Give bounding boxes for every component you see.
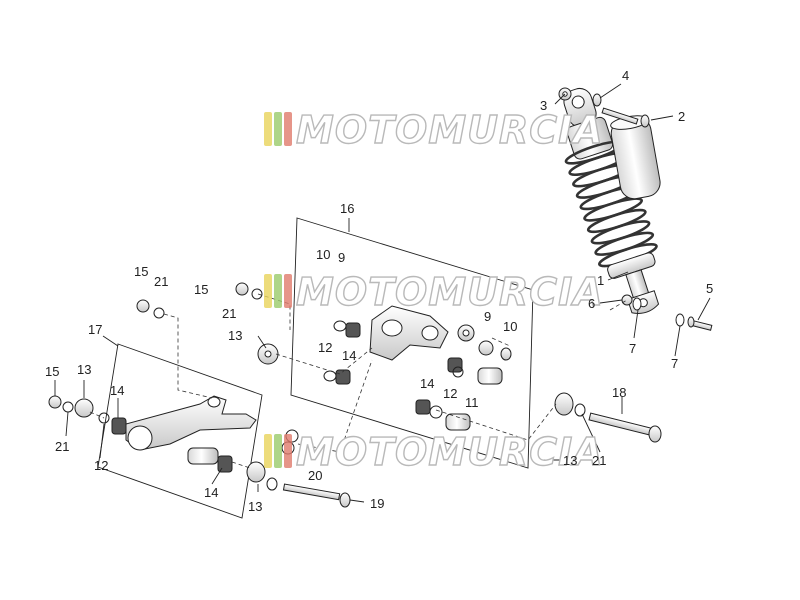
callout-15-top: 15: [134, 264, 148, 279]
callout-16: 16: [340, 201, 354, 216]
bolt-18: [588, 412, 662, 443]
callout-18: 18: [612, 385, 626, 400]
group-16-frame: [290, 217, 534, 469]
callout-10-left: 10: [316, 247, 330, 262]
nut-15-left: [48, 395, 94, 418]
washer-7-right: [675, 313, 685, 327]
callout-12-upper: 12: [318, 340, 332, 355]
bolt-19: [282, 483, 351, 508]
watermark-text: MOTOMURCIA: [296, 108, 604, 152]
watermark-motomurcia-bottom: MOTOMURCIA: [264, 429, 604, 475]
callout-15-mid: 15: [194, 282, 208, 297]
callout-3: 3: [540, 98, 547, 113]
callout-11: 11: [465, 395, 479, 410]
bolt-5: [687, 316, 713, 331]
callout-10-right: 10: [503, 319, 517, 334]
callout-13-left: 13: [77, 362, 91, 377]
callout-7-left: 7: [629, 341, 636, 356]
callout-13-right: 13: [563, 453, 577, 468]
callout-21-left: 21: [55, 439, 69, 454]
watermark-text: MOTOMURCIA: [296, 270, 604, 314]
callout-4: 4: [622, 68, 629, 83]
callout-9-left: 9: [338, 250, 345, 265]
seal-12-lower: [429, 366, 464, 419]
seal-12-link: [98, 412, 110, 424]
callout-1: 1: [597, 273, 604, 288]
callout-12-lower: 12: [443, 386, 457, 401]
callout-2: 2: [678, 109, 685, 124]
washer-7-left: [632, 297, 642, 311]
watermark-motomurcia-middle: MOTOMURCIA: [264, 269, 604, 315]
callout-19: 19: [370, 496, 384, 511]
group-17-frame: [97, 343, 263, 519]
spacer-9-right: [457, 324, 475, 342]
leader-lines: [54, 83, 711, 503]
callout-9-right: 9: [484, 309, 491, 324]
nut-15-top: [136, 299, 165, 319]
assembly-centerlines: [89, 293, 628, 469]
callout-14-lower: 14: [420, 376, 434, 391]
washer-13-right: [554, 392, 586, 417]
callout-14-link-bottom: 14: [204, 485, 218, 500]
callout-14-upper: 14: [342, 348, 356, 363]
callout-14-link-top: 14: [110, 383, 124, 398]
washer-13-link: [246, 461, 278, 491]
washer-9-right: [478, 340, 494, 356]
sleeve-11: [445, 367, 503, 431]
callout-13-group16: 13: [228, 328, 242, 343]
callout-17: 17: [88, 322, 102, 337]
bushing-10-right: [500, 347, 512, 361]
sleeve-link: [187, 447, 219, 465]
callout-13-link: 13: [248, 499, 262, 514]
callout-labels: 3 4 2 1 5 6 7 7 16 10 9 9 10 12 14 14 12…: [45, 68, 713, 514]
callout-21-mid: 21: [222, 306, 236, 321]
callout-15-left: 15: [45, 364, 59, 379]
callout-20: 20: [308, 468, 322, 483]
nut-15-mid: [235, 282, 263, 300]
washer-13-group16: [257, 343, 279, 365]
nut-6: [621, 294, 633, 306]
watermark-text: MOTOMURCIA: [296, 430, 604, 474]
rocker-linkage: [369, 305, 449, 361]
callout-5: 5: [706, 281, 713, 296]
callout-21-right: 21: [592, 453, 606, 468]
bolt-2: [601, 107, 650, 128]
bushing-4: [592, 93, 602, 107]
watermark-motomurcia-top: MOTOMURCIA: [264, 107, 604, 153]
callout-12-link: 12: [94, 458, 108, 473]
callout-21-top: 21: [154, 274, 168, 289]
callout-7-right: 7: [671, 356, 678, 371]
callout-6: 6: [588, 296, 595, 311]
link-arm: [125, 395, 257, 451]
